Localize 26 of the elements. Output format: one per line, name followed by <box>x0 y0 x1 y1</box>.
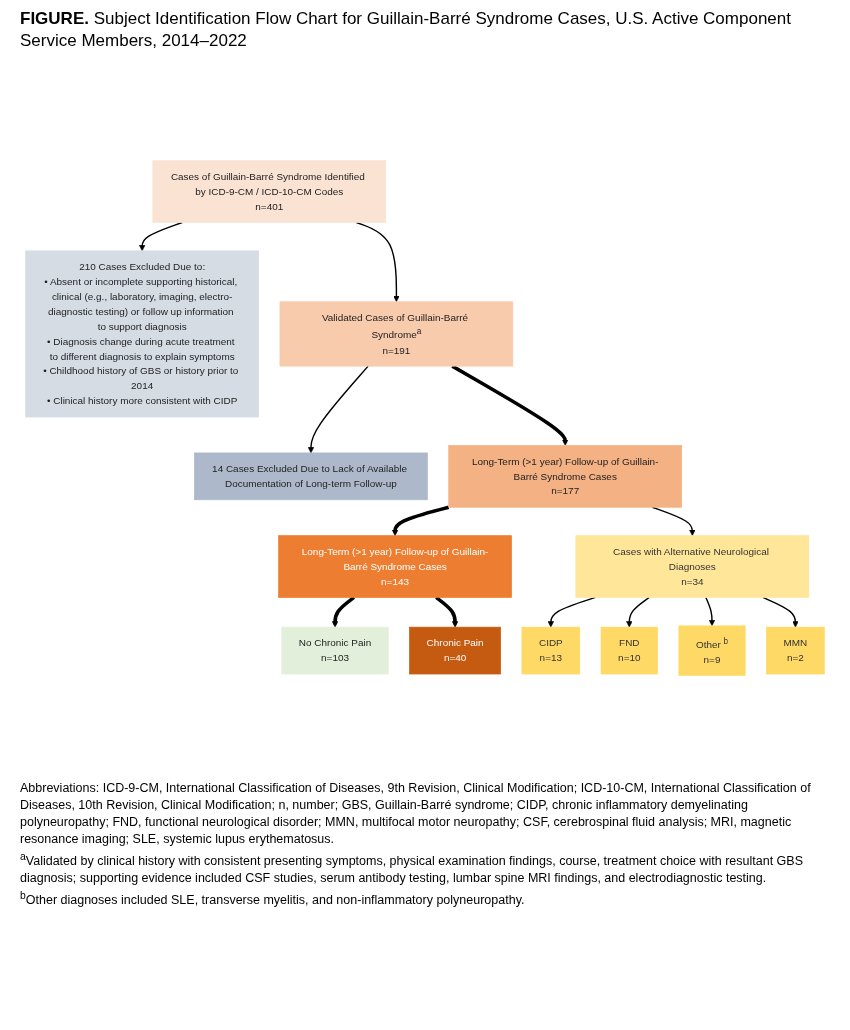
node-box: CIDP n=13 <box>521 627 581 675</box>
arrow <box>355 221 400 303</box>
arrow <box>307 365 369 454</box>
node-box: Other $^{b}$ n=9 <box>678 625 746 676</box>
node-box: MMN n=2 <box>766 627 825 675</box>
footnote-text: Abbreviations: ICD-9-CM, International Classification of Diseases, 9th Revision, Clinical Modification; ICD-10-CM, International Classification of Diseases, 10th Revision, Clinical Modification; n, number; GBS, Guillain-Barré syndrome; CIDP, chronic inflammatory demyelinating polyneuropathy; FND, functional neurological disorder; MMN, multifocal motor neuropathy; CSF, cerebrospinal fluid analysis; MRI, magnetic resonance imaging; SLE, systemic lupus erythematosus. <box>20 780 812 848</box>
arrow <box>626 596 650 628</box>
node-box: Validated Cases of Guillain-Barré Syndrome$^{a}$ n=191 <box>279 301 514 367</box>
node-box: Chronic Pain n=40 <box>409 627 501 675</box>
arrow <box>391 505 450 537</box>
arrow <box>435 596 459 628</box>
node-box: No Chronic Pain n=103 <box>281 627 389 675</box>
arrow <box>762 596 799 628</box>
footnote-text: $^{b}$Other diagnoses included SLE, transverse myelitis, and non-inflammatory polyneuropathy. <box>20 888 526 909</box>
node-box: Long-Term (>1 year) Follow-up of Guillain-Barré Syndrome Cases n=143 <box>278 535 512 598</box>
arrow <box>331 596 355 628</box>
node-box: 14 Cases Excluded Due to Lack of Available Documentation of Long-term Follow-up <box>194 452 428 501</box>
node-box: 210 Cases Excluded Due to: • Absent or incomplete supporting historical, clinical (e.g., laboratory, imaging, electro-diagnostic testing) or follow up information to support diagnosis • Diagnosis change during acute treatment to different diagnosis to explain symptoms • Childhood history of GBS or history prior to 2014 • Clinical history more consistent with CIDP <box>25 250 259 418</box>
node-box: Cases with Alternative Neurological Diagnoses n=34 <box>575 535 810 598</box>
figure-title: FIGURE. Subject Identification Flow Chart for Guillain-Barré Syndrome Cases, U.S. Active Component Service Members, 2014–2022 <box>20 8 792 53</box>
node-box: Cases of Guillain-Barré Syndrome Identified by ICD-9-CM / ICD-10-CM Codes n=401 <box>152 160 387 223</box>
arrow <box>139 221 183 252</box>
node-box: FND n=10 <box>600 627 658 675</box>
arrow <box>705 596 716 627</box>
node-box: Long-Term (>1 year) Follow-up of Guillain-Barré Syndrome Cases n=177 <box>448 445 683 508</box>
footnote-text: $^{a}$Validated by clinical history with consistent presenting symptoms, physical examination findings, course, treatment choice with resultant GBS diagnosis; supporting evidence included CSF studies, serum antibody testing, lumbar spine MRI findings, and electrodiagnostic testing. <box>20 849 804 887</box>
